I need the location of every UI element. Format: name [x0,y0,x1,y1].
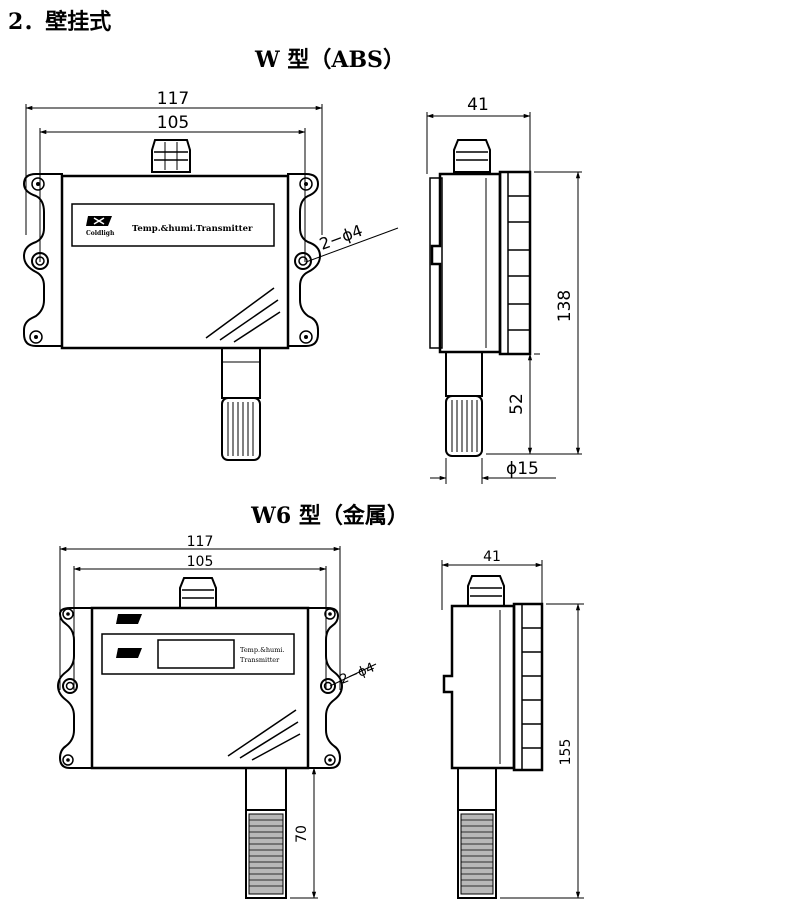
sensor-probe [221,347,261,461]
brand-logo-icon [116,614,142,624]
housing-side-metal [442,604,516,770]
abs-model-title: W 型（ABS） [255,47,405,73]
brand-logo-icon [116,648,142,658]
dim-probe-diameter: ϕ15 [506,459,539,479]
dim-height-metal: 155 [558,739,574,766]
dim-probe-length: 52 [507,393,527,415]
abs-side-view: 41 138 5 [426,95,582,484]
dim-probe-length-metal: 70 [294,825,310,843]
housing-front-metal [90,606,310,770]
decorative-stripes [205,287,281,343]
housing-front [60,174,290,350]
mounting-hole-icon [31,252,312,270]
brand-name: Coldligh [86,230,115,237]
section-heading: 2．壁挂式 [8,9,112,35]
metal-model-title: W6 型（金属） [251,503,409,529]
dim-hole-spacing: 105 [157,113,189,133]
dim-depth: 41 [467,95,489,115]
product-label-line1: Temp.&humi. [240,646,285,654]
display-window [157,639,235,669]
dim-height: 138 [555,290,575,322]
dim-overall-width-metal: 117 [187,534,214,550]
metal-side-view: 41 155 [441,549,584,899]
cable-gland [151,139,191,173]
product-label: Temp.&humi.Transmitter [132,224,253,234]
product-label-line2: Transmitter [240,656,280,664]
dim-depth-metal: 41 [483,549,501,565]
dim-holes-metal: 2−ϕ4 [338,660,377,687]
metal-front-view: 117 105 Temp.&humi. Transmitter [56,534,377,899]
abs-front-view: 117 105 Coldligh Temp.&humi.Transmitter [22,89,399,461]
label-plate-metal [101,633,295,675]
screw-icon [29,177,313,344]
label-plate [71,203,275,247]
dim-hole-spacing-metal: 105 [187,554,214,570]
dim-overall-width: 117 [157,89,189,109]
mounting-flange [22,173,63,347]
